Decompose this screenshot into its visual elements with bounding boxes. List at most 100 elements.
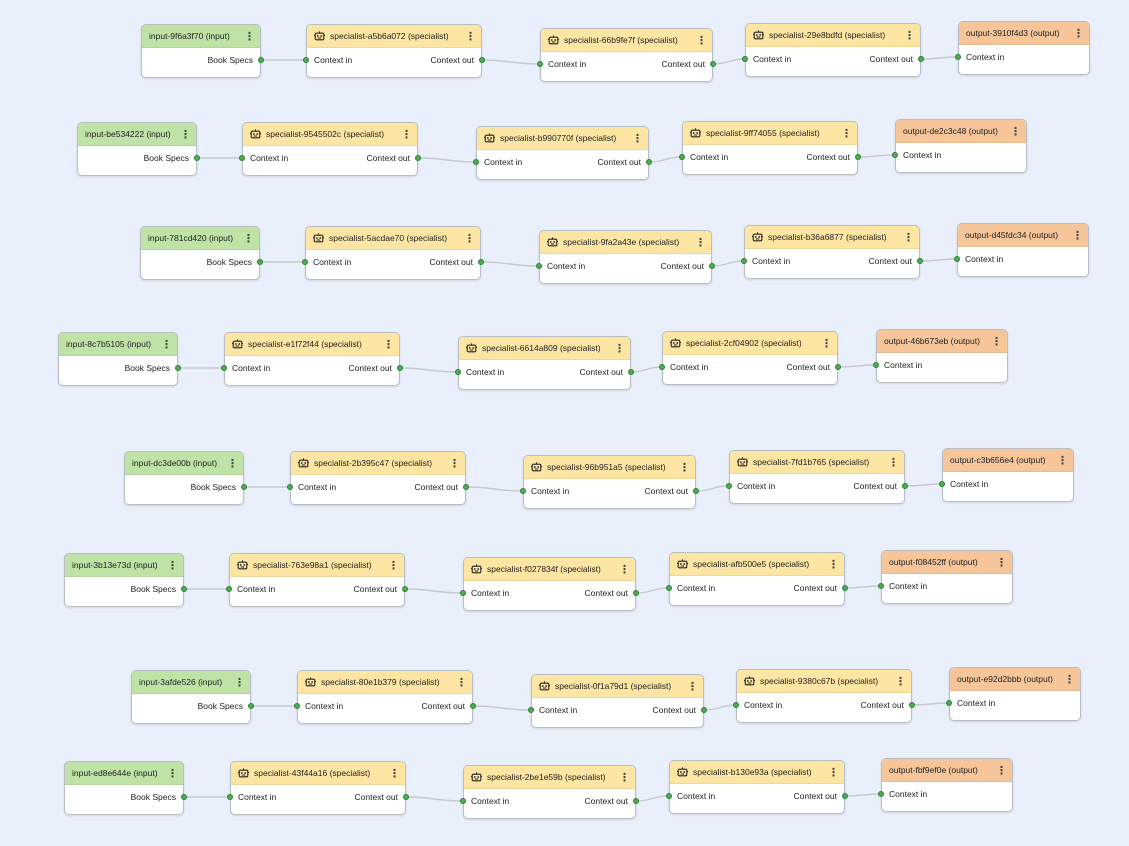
node-header[interactable]: specialist-66b9fe7f (specialist)⋮ xyxy=(541,29,712,52)
input-port[interactable] xyxy=(227,794,233,800)
kebab-menu-icon[interactable]: ⋮ xyxy=(167,767,178,780)
input-port[interactable] xyxy=(520,488,526,494)
input-port[interactable] xyxy=(528,707,534,713)
input-port[interactable] xyxy=(302,259,308,265)
specialist-node[interactable]: specialist-b990770f (specialist)⋮Context… xyxy=(473,126,652,180)
kebab-menu-icon[interactable]: ⋮ xyxy=(167,559,178,572)
input-port[interactable] xyxy=(460,590,466,596)
input-port[interactable] xyxy=(878,583,884,589)
node-header[interactable]: output-e92d2bbb (output)⋮ xyxy=(950,668,1080,691)
node-header[interactable]: specialist-e1f72f44 (specialist)⋮ xyxy=(225,333,399,356)
kebab-menu-icon[interactable]: ⋮ xyxy=(991,335,1002,348)
kebab-menu-icon[interactable]: ⋮ xyxy=(696,34,707,47)
output-port[interactable] xyxy=(902,483,908,489)
node-header[interactable]: input-be534222 (input)⋮ xyxy=(78,123,196,146)
connection-edge[interactable] xyxy=(465,486,524,492)
connection-edge[interactable] xyxy=(635,587,670,594)
output-port[interactable] xyxy=(478,259,484,265)
kebab-menu-icon[interactable]: ⋮ xyxy=(388,559,399,572)
kebab-menu-icon[interactable]: ⋮ xyxy=(614,342,625,355)
input-port[interactable] xyxy=(455,369,461,375)
input-node[interactable]: input-3afde526 (input)⋮Book Specs xyxy=(131,670,254,724)
connection-edge[interactable] xyxy=(911,702,950,706)
input-port[interactable] xyxy=(741,258,747,264)
kebab-menu-icon[interactable]: ⋮ xyxy=(821,337,832,350)
specialist-node[interactable]: specialist-a5b6a072 (specialist)⋮Context… xyxy=(303,24,485,78)
output-port[interactable] xyxy=(628,369,634,375)
input-port[interactable] xyxy=(742,56,748,62)
input-port[interactable] xyxy=(226,586,232,592)
kebab-menu-icon[interactable]: ⋮ xyxy=(1057,454,1068,467)
input-node[interactable]: input-9f6a3f70 (input)⋮Book Specs xyxy=(141,24,264,78)
connection-edge[interactable] xyxy=(920,56,959,60)
specialist-node[interactable]: specialist-5acdae70 (specialist)⋮Context… xyxy=(302,226,484,280)
output-node[interactable]: output-e92d2bbb (output)⋮Context in xyxy=(946,667,1081,721)
output-port[interactable] xyxy=(397,365,403,371)
output-port[interactable] xyxy=(709,263,715,269)
specialist-node[interactable]: specialist-9ff74055 (specialist)⋮Context… xyxy=(679,121,861,175)
output-port[interactable] xyxy=(181,794,187,800)
kebab-menu-icon[interactable]: ⋮ xyxy=(401,128,412,141)
node-header[interactable]: input-ed8e644e (input)⋮ xyxy=(65,762,183,785)
specialist-node[interactable]: specialist-763e98a1 (specialist)⋮Context… xyxy=(226,553,408,607)
input-port[interactable] xyxy=(679,154,685,160)
kebab-menu-icon[interactable]: ⋮ xyxy=(996,556,1007,569)
output-port[interactable] xyxy=(693,488,699,494)
connection-edge[interactable] xyxy=(417,157,477,163)
output-port[interactable] xyxy=(415,155,421,161)
specialist-node[interactable]: specialist-f027834f (specialist)⋮Context… xyxy=(460,557,639,611)
node-header[interactable]: output-de2c3c48 (output)⋮ xyxy=(896,120,1026,143)
node-header[interactable]: input-3afde526 (input)⋮ xyxy=(132,671,250,694)
output-port[interactable] xyxy=(258,57,264,63)
node-header[interactable]: specialist-80e1b379 (specialist)⋮ xyxy=(298,671,472,694)
input-port[interactable] xyxy=(537,61,543,67)
connection-edge[interactable] xyxy=(630,366,663,373)
connection-edge[interactable] xyxy=(904,483,943,487)
connection-edge[interactable] xyxy=(405,796,464,802)
kebab-menu-icon[interactable]: ⋮ xyxy=(243,232,254,245)
kebab-menu-icon[interactable]: ⋮ xyxy=(180,128,191,141)
specialist-node[interactable]: specialist-e1f72f44 (specialist)⋮Context… xyxy=(221,332,403,386)
kebab-menu-icon[interactable]: ⋮ xyxy=(679,461,690,474)
node-header[interactable]: output-46b673eb (output)⋮ xyxy=(877,330,1007,353)
input-node[interactable]: input-3b13e73d (input)⋮Book Specs xyxy=(64,553,187,607)
input-port[interactable] xyxy=(666,793,672,799)
input-port[interactable] xyxy=(221,365,227,371)
node-header[interactable]: specialist-a5b6a072 (specialist)⋮ xyxy=(307,25,481,48)
kebab-menu-icon[interactable]: ⋮ xyxy=(888,456,899,469)
connection-edge[interactable] xyxy=(399,367,459,373)
node-header[interactable]: specialist-9ff74055 (specialist)⋮ xyxy=(683,122,857,145)
output-port[interactable] xyxy=(403,794,409,800)
kebab-menu-icon[interactable]: ⋮ xyxy=(619,771,630,784)
specialist-node[interactable]: specialist-2be1e59b (specialist)⋮Context… xyxy=(460,765,639,819)
node-header[interactable]: specialist-763e98a1 (specialist)⋮ xyxy=(230,554,404,577)
specialist-node[interactable]: specialist-43f44a16 (specialist)⋮Context… xyxy=(227,761,409,815)
output-port[interactable] xyxy=(257,259,263,265)
kebab-menu-icon[interactable]: ⋮ xyxy=(456,676,467,689)
output-port[interactable] xyxy=(194,155,200,161)
input-port[interactable] xyxy=(878,791,884,797)
output-port[interactable] xyxy=(402,586,408,592)
node-header[interactable]: input-8c7b5105 (input)⋮ xyxy=(59,333,177,356)
input-port[interactable] xyxy=(536,263,542,269)
connection-edge[interactable] xyxy=(711,260,745,267)
output-port[interactable] xyxy=(470,703,476,709)
output-node[interactable]: output-f08452ff (output)⋮Context in xyxy=(878,550,1013,604)
node-header[interactable]: input-dc3de00b (input)⋮ xyxy=(125,452,243,475)
kebab-menu-icon[interactable]: ⋮ xyxy=(244,30,255,43)
kebab-menu-icon[interactable]: ⋮ xyxy=(161,338,172,351)
output-port[interactable] xyxy=(842,585,848,591)
node-header[interactable]: specialist-9fa2a43e (specialist)⋮ xyxy=(540,231,711,254)
specialist-node[interactable]: specialist-96b951a5 (specialist)⋮Context… xyxy=(520,455,699,509)
kebab-menu-icon[interactable]: ⋮ xyxy=(828,766,839,779)
connection-edge[interactable] xyxy=(648,156,683,163)
output-node[interactable]: output-c3b656e4 (output)⋮Context in xyxy=(939,448,1074,502)
output-port[interactable] xyxy=(241,484,247,490)
specialist-node[interactable]: specialist-b130e93a (specialist)⋮Context… xyxy=(666,760,848,814)
kebab-menu-icon[interactable]: ⋮ xyxy=(227,457,238,470)
node-header[interactable]: input-781cd420 (input)⋮ xyxy=(141,227,259,250)
input-port[interactable] xyxy=(287,484,293,490)
specialist-node[interactable]: specialist-6614a809 (specialist)⋮Context… xyxy=(455,336,634,390)
input-port[interactable] xyxy=(946,700,952,706)
